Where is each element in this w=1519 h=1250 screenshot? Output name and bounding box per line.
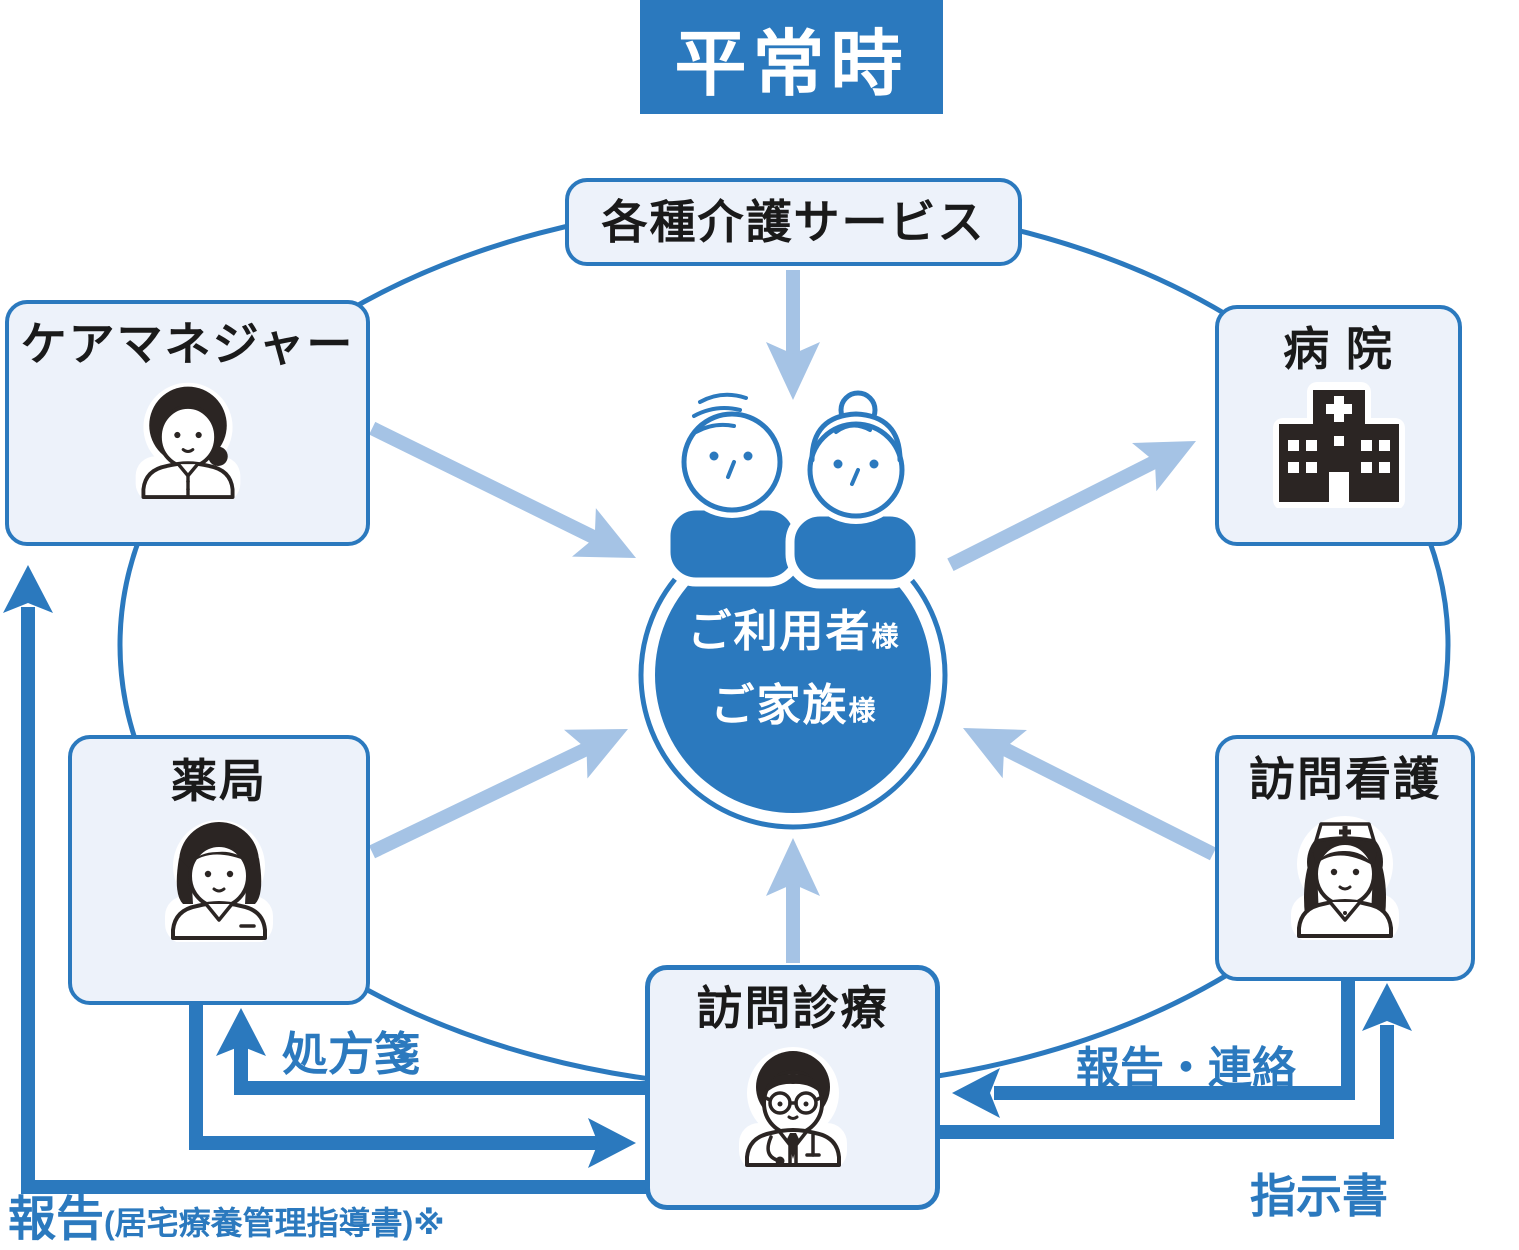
care-manager-icon [135,382,240,499]
flow-report-contact-arrow [952,978,1355,1118]
flow-report-arrow [3,565,650,1194]
center-circle-text: ご利用者様 ご家族様 [633,600,953,748]
pharmacist-icon [165,819,273,942]
doctor-icon [738,1046,847,1167]
title-banner: 平常時 [640,0,943,114]
center-user-family-circle [638,520,948,830]
nurse-icon [1291,815,1399,940]
node-hospital-label: 病 院 [1283,323,1394,375]
node-care-services-label: 各種介護サービス [601,195,986,248]
flow-instruction-arrow [940,983,1412,1139]
node-pharmacy-label: 薬局 [171,755,267,807]
hospital-icon [1272,381,1405,508]
arrow-home-medical-to-center [766,838,820,963]
node-visiting-nursing-label: 訪問看護 [1249,753,1441,805]
center-line1-suffix: 様 [871,622,899,652]
report-note-detail: (居宅療養管理指導書)※ [104,1205,445,1242]
flow-pharmacy-to-home-medical-arrow [189,1002,636,1168]
node-care-manager: ケアマネジャー [5,300,370,546]
arrow-care-services-to-center [766,270,820,400]
report-contact-label: 報告・連絡 [1076,1044,1296,1093]
report-note-label: 報告 (居宅療養管理指導書)※ [8,1196,444,1244]
report-note-main: 報告 [8,1193,105,1246]
node-pharmacy: 薬局 [68,735,370,1005]
arrow-care-manager-to-center [369,421,636,558]
node-care-services: 各種介護サービス [565,178,1022,266]
flow-prescription-arrow [216,1008,652,1095]
center-line2: ご家族 [710,681,849,730]
node-care-manager-label: ケアマネジャー [20,318,355,370]
prescription-label: 処方箋 [282,1028,420,1080]
arrow-pharmacy-to-center [368,729,628,859]
node-visiting-nursing: 訪問看護 [1215,735,1475,981]
instruction-form-label: 指示書 [1250,1170,1388,1222]
page-title: 平常時 [674,24,909,105]
node-home-medical-care: 訪問診療 [645,965,940,1210]
elderly-couple-icon [661,387,925,589]
node-hospital: 病 院 [1215,305,1462,546]
center-line1: ご利用者 [687,607,872,656]
center-line2-suffix: 様 [848,696,876,726]
arrow-nursing-to-center [963,728,1217,861]
arrow-center-to-hospital [947,441,1196,572]
node-home-medical-care-label: 訪問診療 [696,982,889,1034]
